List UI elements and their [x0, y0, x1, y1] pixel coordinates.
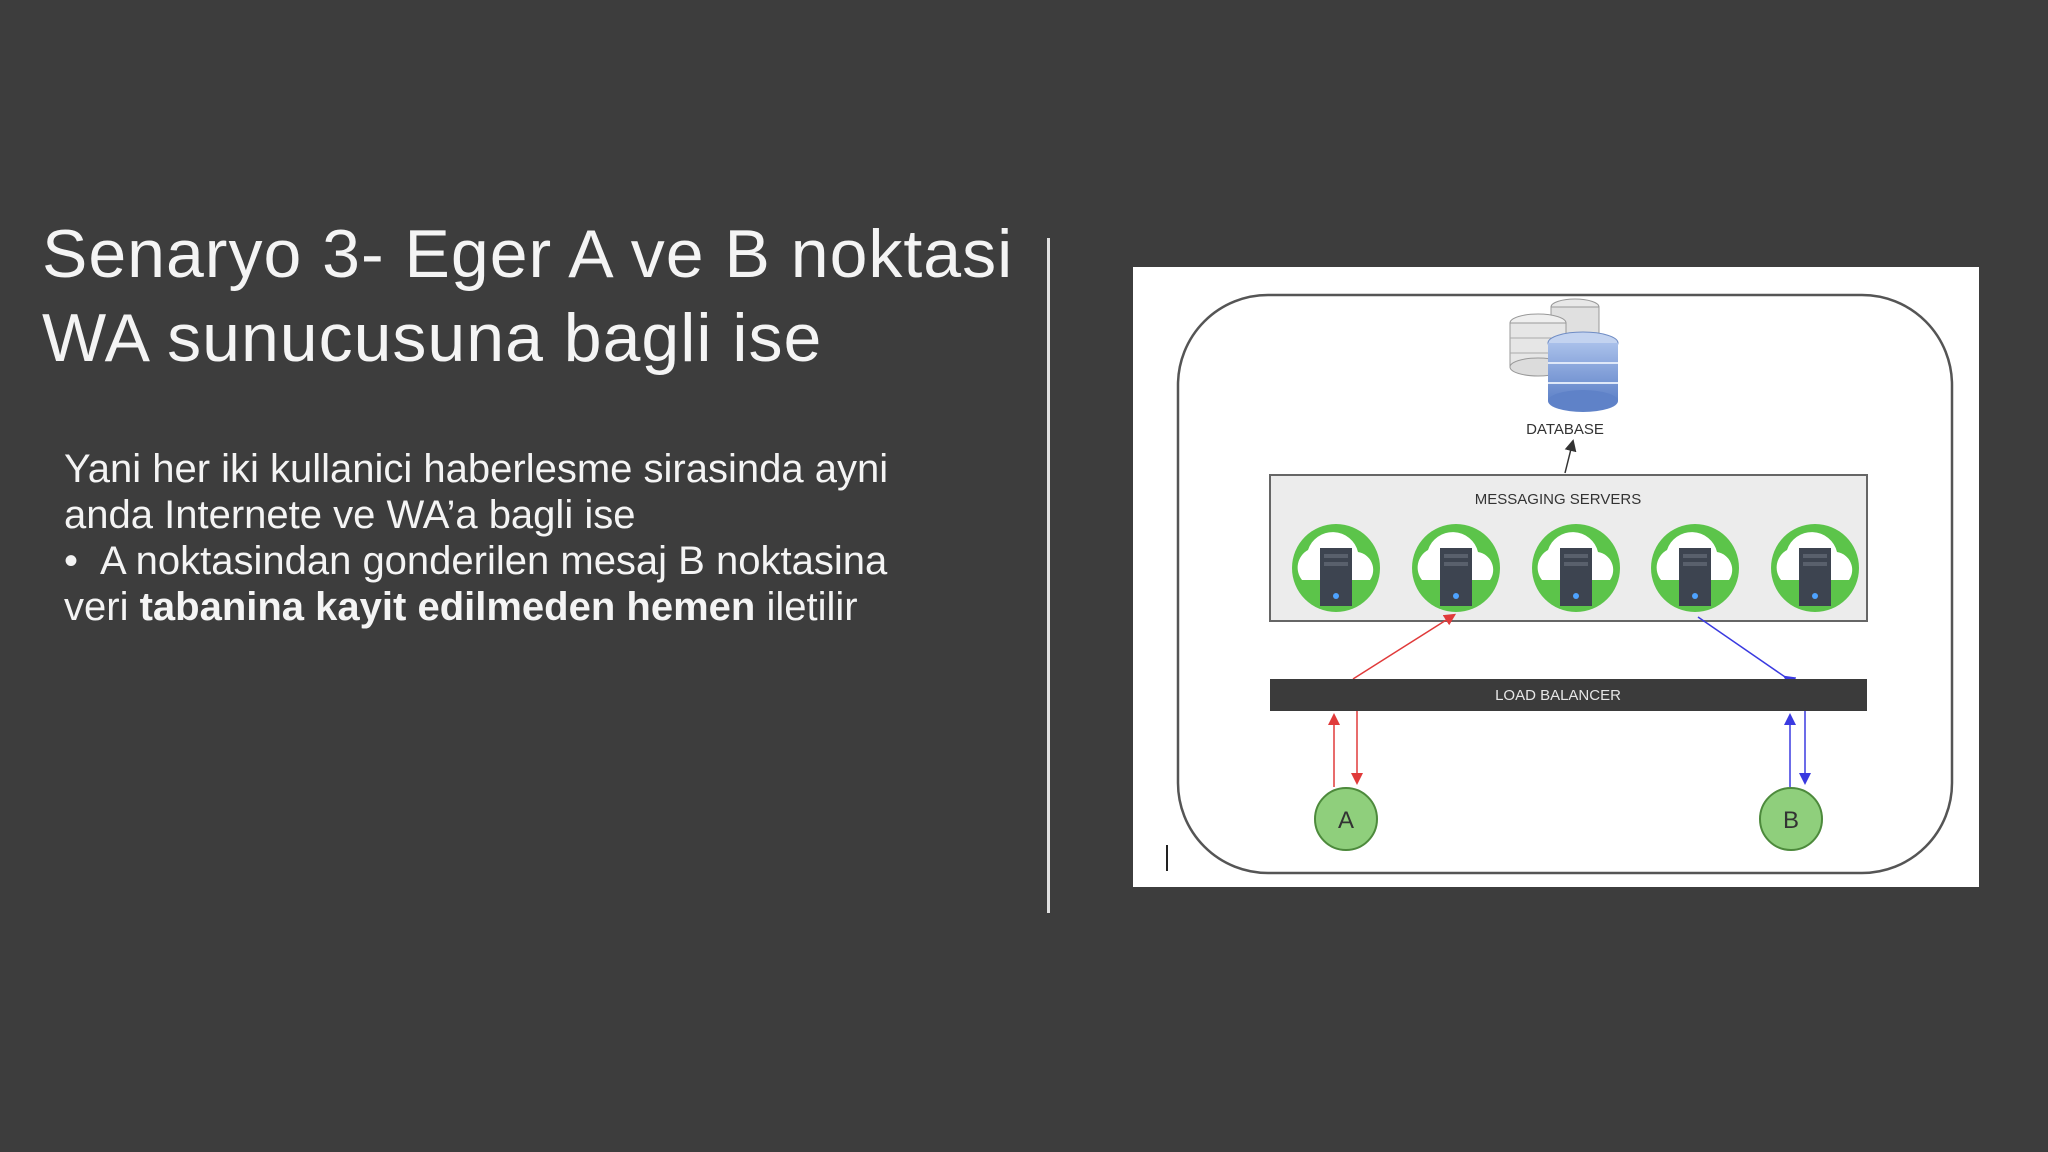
system-boundary: [1176, 293, 1954, 875]
bullet-item: • A noktasindan gonderilen mesaj B noktas…: [64, 538, 1004, 630]
node-b: [1759, 787, 1823, 851]
diagram-svg: DATABASE MESSAGING SERVERS LOAD BALANCER…: [1166, 293, 1954, 875]
node-a-label: A: [1338, 807, 1354, 834]
red-route-arrow: [1352, 613, 1457, 680]
paragraph-line-1: Yani her iki kullanici haberlesme sirasi…: [64, 447, 889, 491]
vertical-divider: [1047, 238, 1050, 913]
bullet-text-1: A noktasindan gonderilen mesaj B noktasi…: [100, 539, 888, 583]
load-balancer-label: LOAD BALANCER: [1495, 687, 1621, 704]
messaging-servers-label: MESSAGING SERVERS: [1475, 491, 1641, 508]
bullet-text-3: iletilir: [755, 585, 858, 629]
title-line-2: WA sunucusuna bagli ise: [42, 300, 823, 376]
slide-title: Senaryo 3- Eger A ve B noktasi WA sunucu…: [42, 212, 1014, 380]
bullet-dot: •: [64, 539, 79, 583]
slide-body: Yani her iki kullanici haberlesme sirasi…: [64, 446, 1004, 630]
blue-route-arrow: [1697, 616, 1797, 688]
architecture-diagram: DATABASE MESSAGING SERVERS LOAD BALANCER…: [1133, 267, 1979, 887]
server-icon: [1412, 524, 1500, 612]
server-icon: [1532, 524, 1620, 612]
node-b-label: B: [1783, 807, 1799, 834]
load-balancer-bar: [1270, 679, 1867, 711]
server-icon: [1651, 524, 1739, 612]
paragraph-line-2: anda Internete ve WA’a bagli ise: [64, 493, 636, 537]
db-link-arrow: [1564, 439, 1577, 474]
bullet-text-2: veri: [64, 585, 140, 629]
database-label: DATABASE: [1526, 421, 1604, 438]
database-icon: [1509, 298, 1619, 412]
node-a: [1314, 787, 1378, 851]
bullet-bold-text: tabanina kayit edilmeden hemen: [139, 585, 756, 629]
server-icon: [1292, 524, 1380, 612]
intro-paragraph: Yani her iki kullanici haberlesme sirasi…: [64, 446, 1004, 538]
title-line-1: Senaryo 3- Eger A ve B noktasi: [42, 216, 1014, 292]
server-icon: [1771, 524, 1859, 612]
